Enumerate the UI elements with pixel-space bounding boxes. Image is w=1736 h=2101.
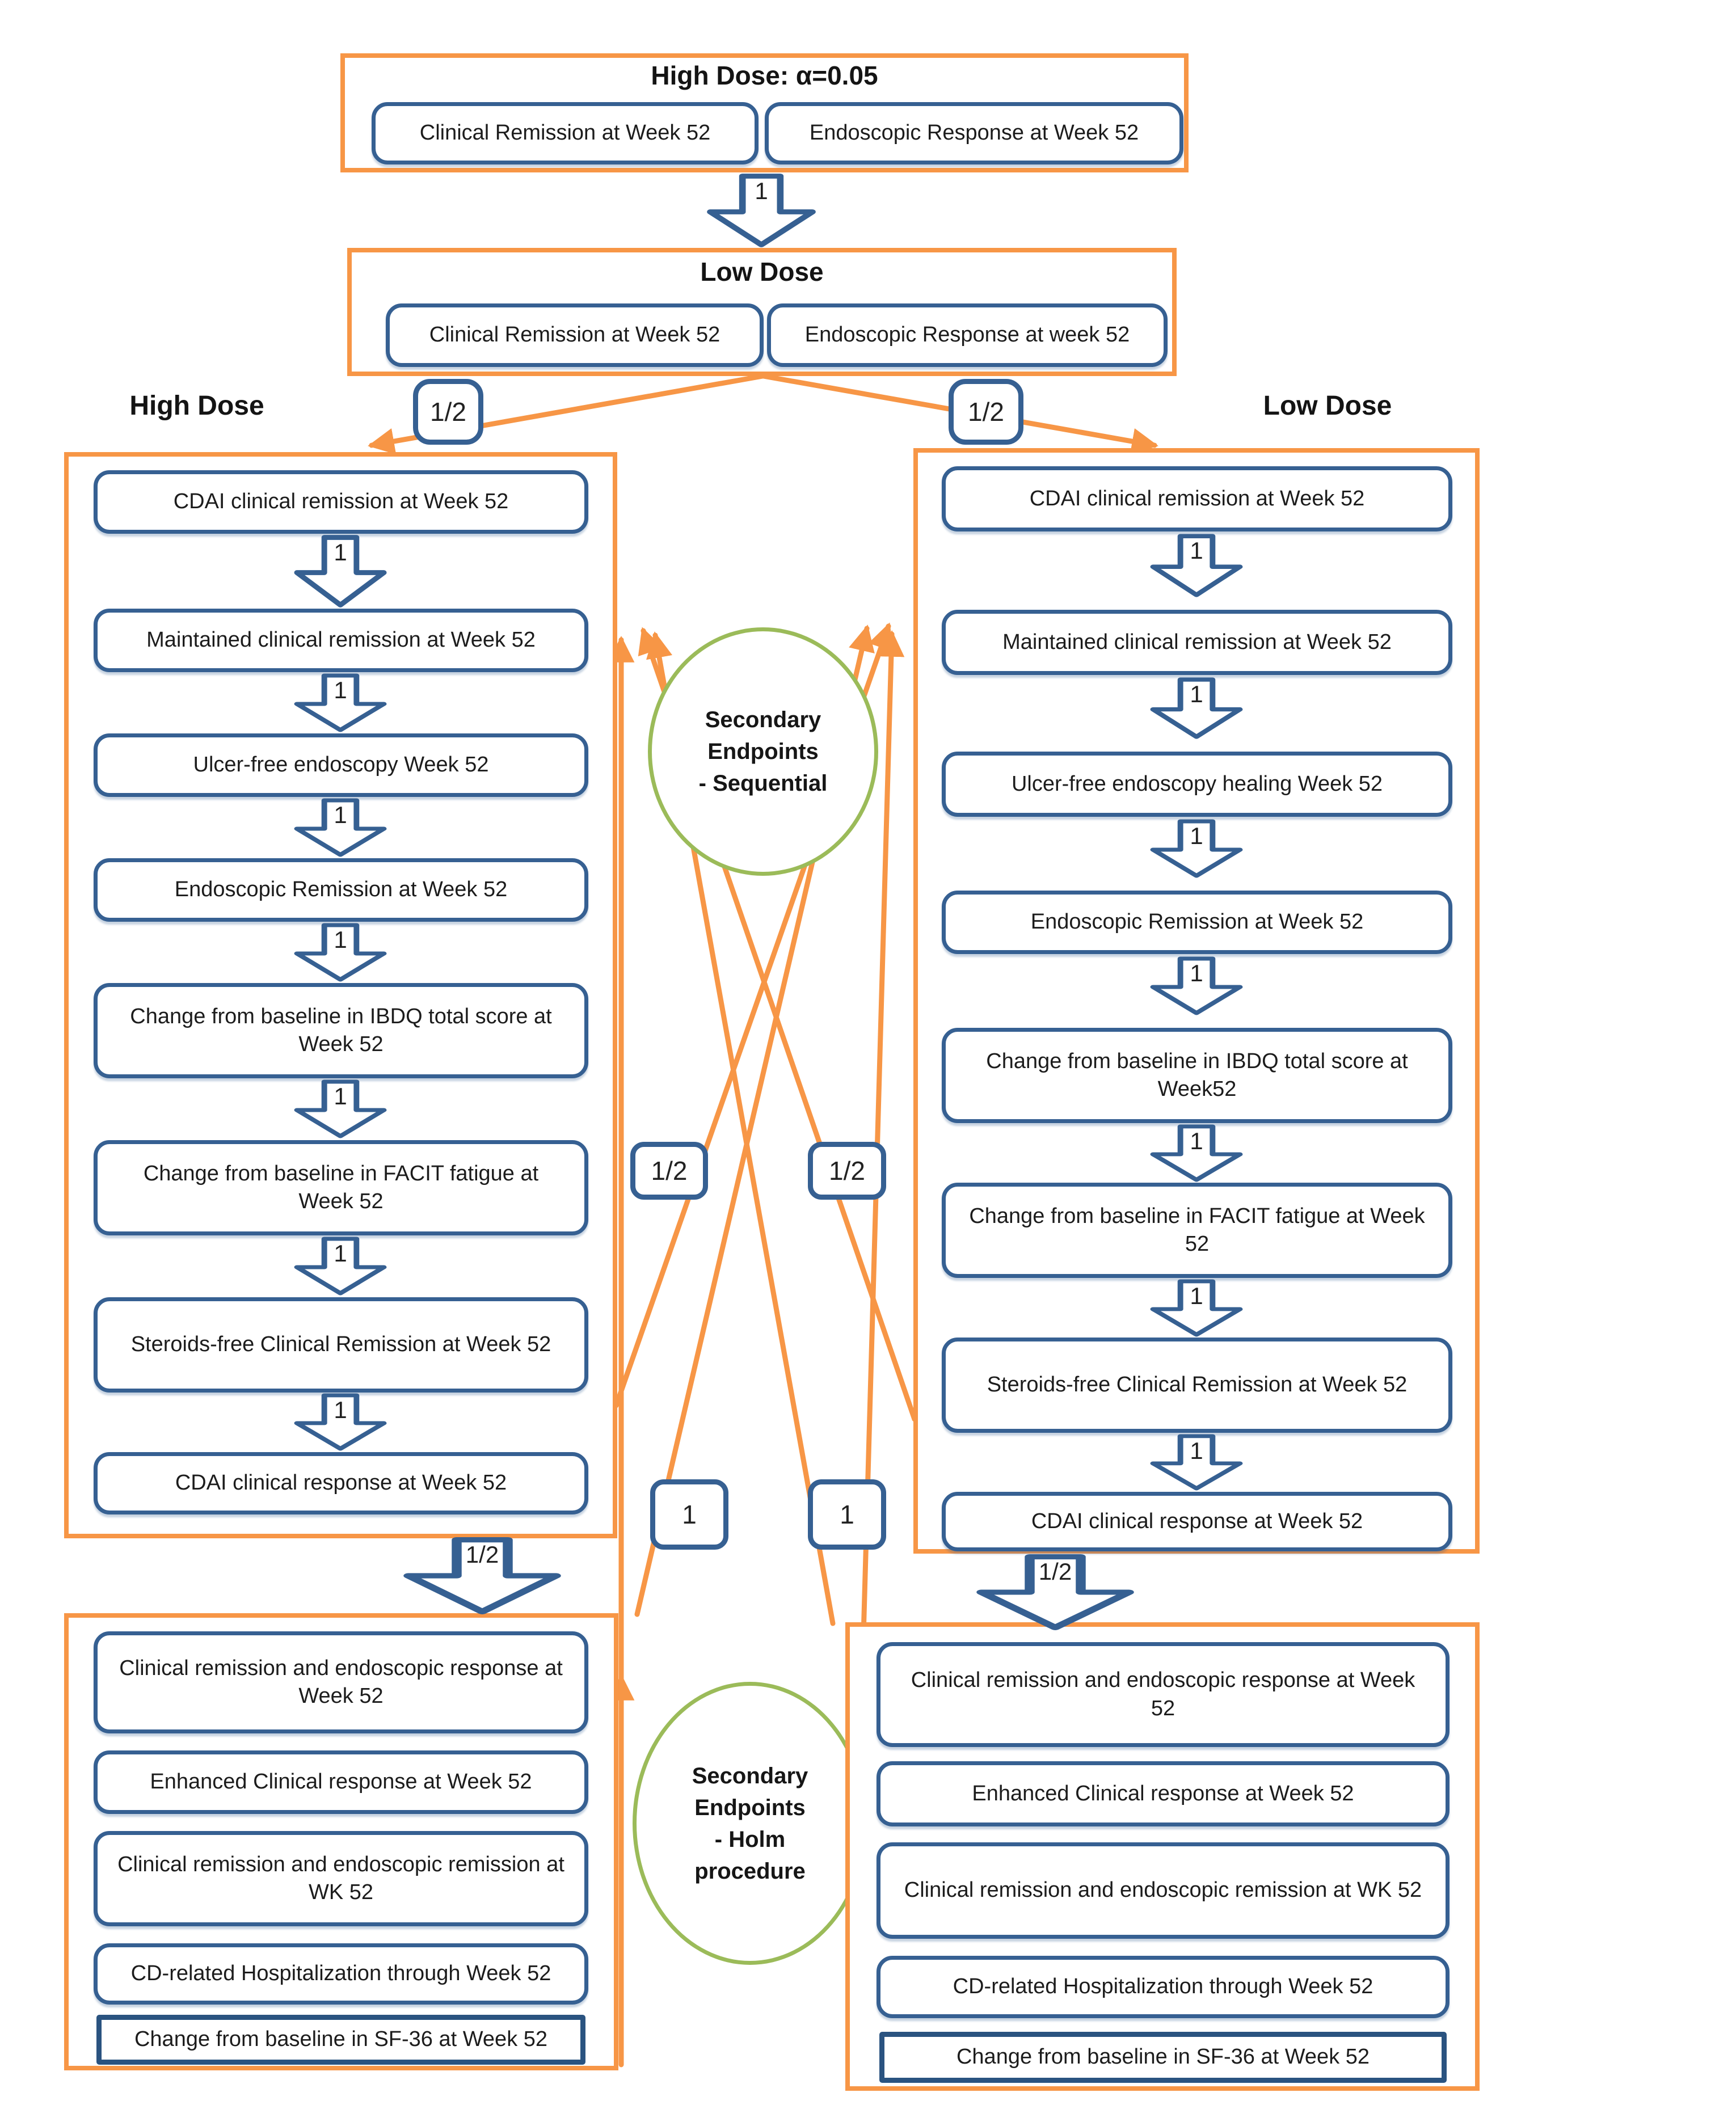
arrow-weight-label: 1 bbox=[334, 801, 347, 828]
holm-box: Clinical remission and endoscopic remiss… bbox=[94, 1831, 588, 1926]
sequential-arrow: 1 bbox=[292, 673, 389, 732]
sequential-arrow: 1 bbox=[292, 535, 389, 607]
circle-text-line: Secondary bbox=[705, 707, 821, 732]
sequential-arrow: 1 bbox=[292, 1237, 389, 1296]
step-box: CDAI clinical remission at Week 52 bbox=[942, 466, 1452, 531]
step-box: Endoscopic Remission at Week 52 bbox=[94, 858, 588, 922]
arrow-weight-label: 1 bbox=[334, 677, 347, 703]
primary-endpoint-clinical-remission-low: Clinical Remission at Week 52 bbox=[386, 303, 764, 367]
step-box: Change from baseline in IBDQ total score… bbox=[94, 983, 588, 1078]
step-box: Ulcer-free endoscopy Week 52 bbox=[94, 733, 588, 797]
circle-text-line: Endpoints bbox=[694, 1795, 806, 1820]
sequential-arrow: 1 bbox=[292, 923, 389, 982]
low-dose-column-header: Low Dose bbox=[1263, 391, 1392, 421]
split-weight-left-label: 1/2 bbox=[413, 379, 483, 445]
high-dose-column-header: High Dose bbox=[129, 391, 264, 421]
step-box: Steroids-free Clinical Remission at Week… bbox=[942, 1338, 1452, 1433]
arrow-high-to-low-dose: 1 bbox=[705, 174, 818, 247]
circle-text-line: Secondary bbox=[692, 1763, 808, 1788]
holm-box: Enhanced Clinical response at Week 52 bbox=[94, 1750, 588, 1814]
recycle-weight-right-half-label: 1/2 bbox=[808, 1142, 886, 1200]
circle-text-line: Endpoints bbox=[707, 739, 819, 764]
step-box: Steroids-free Clinical Remission at Week… bbox=[94, 1297, 588, 1393]
holm-box: Change from baseline in SF-36 at Week 52 bbox=[96, 2015, 585, 2065]
sequential-arrow: 1 bbox=[1148, 1434, 1245, 1491]
arrow-weight-label: 1 bbox=[334, 1240, 347, 1267]
arrow-weight-label: 1 bbox=[1190, 537, 1203, 564]
holm-box: Change from baseline in SF-36 at Week 52 bbox=[879, 2032, 1447, 2083]
step-box: Endoscopic Remission at Week 52 bbox=[942, 891, 1452, 954]
holm-box: Clinical remission and endoscopic remiss… bbox=[877, 1842, 1450, 1939]
holm-box: CD-related Hospitalization through Week … bbox=[877, 1956, 1450, 2018]
recycle-weight-right-one-label: 1 bbox=[808, 1479, 886, 1550]
arrow-weight-label: 1 bbox=[334, 1396, 347, 1423]
sequential-arrow: 1 bbox=[292, 1393, 389, 1451]
arrow-high-dose-to-holm-group: 1/2 bbox=[397, 1537, 567, 1614]
primary-endpoint-endoscopic-response-low: Endoscopic Response at week 52 bbox=[767, 303, 1168, 367]
arrow-weight-label: 1 bbox=[1190, 822, 1203, 849]
arrow-weight-label: 1 bbox=[334, 1083, 347, 1109]
holm-box: Enhanced Clinical response at Week 52 bbox=[877, 1761, 1450, 1826]
step-box: Change from baseline in FACIT fatigue at… bbox=[942, 1183, 1452, 1278]
sequential-arrow: 1 bbox=[1148, 956, 1245, 1015]
sequential-arrow: 1 bbox=[1148, 534, 1245, 597]
circle-text-line: - Sequential bbox=[698, 771, 828, 796]
recycle-weight-left-one-label: 1 bbox=[650, 1479, 728, 1550]
high-dose-alpha-title: High Dose: α=0.05 bbox=[651, 61, 878, 90]
arrow-low-dose-to-holm-group: 1/2 bbox=[970, 1554, 1140, 1630]
arrow-weight-label: 1 bbox=[1190, 960, 1203, 986]
step-box: CDAI clinical response at Week 52 bbox=[94, 1452, 588, 1514]
arrow-weight-label: 1/2 bbox=[1038, 1558, 1072, 1585]
circle-text-line: - Holm bbox=[714, 1826, 786, 1852]
split-weight-right-label: 1/2 bbox=[949, 379, 1023, 445]
arrow-weight-label: 1 bbox=[1190, 1282, 1203, 1309]
step-box: Change from baseline in FACIT fatigue at… bbox=[94, 1140, 588, 1235]
circle-text-line: procedure bbox=[694, 1858, 806, 1884]
sequential-arrow: 1 bbox=[1148, 1124, 1245, 1182]
arrow-weight-label: 1 bbox=[334, 538, 347, 566]
holm-box: Clinical remission and endoscopic respon… bbox=[877, 1642, 1450, 1747]
sequential-arrow: 1 bbox=[1148, 677, 1245, 739]
primary-endpoint-endoscopic-response-high: Endoscopic Response at Week 52 bbox=[765, 102, 1183, 164]
step-box: CDAI clinical response at Week 52 bbox=[942, 1492, 1452, 1551]
step-box: Change from baseline in IBDQ total score… bbox=[942, 1028, 1452, 1123]
secondary-endpoints-sequential-circle: Secondary Endpoints - Sequential bbox=[648, 627, 878, 876]
sequential-arrow: 1 bbox=[292, 798, 389, 857]
arrow-weight-label: 1/2 bbox=[465, 1541, 499, 1568]
arrow-weight-label: 1 bbox=[1190, 1127, 1203, 1154]
step-box: Ulcer-free endoscopy healing Week 52 bbox=[942, 752, 1452, 817]
sequential-arrow: 1 bbox=[1148, 1279, 1245, 1337]
primary-endpoint-clinical-remission-high: Clinical Remission at Week 52 bbox=[372, 102, 759, 164]
sequential-arrow: 1 bbox=[1148, 819, 1245, 878]
step-box: Maintained clinical remission at Week 52 bbox=[942, 610, 1452, 675]
sequential-arrow: 1 bbox=[292, 1079, 389, 1138]
arrow-weight-label: 1 bbox=[334, 926, 347, 953]
low-dose-title: Low Dose bbox=[700, 257, 824, 286]
holm-box: Clinical remission and endoscopic respon… bbox=[94, 1631, 588, 1733]
holm-box: CD-related Hospitalization through Week … bbox=[94, 1943, 588, 2005]
step-box: CDAI clinical remission at Week 52 bbox=[94, 470, 588, 534]
secondary-endpoints-holm-circle: Secondary Endpoints - Holm procedure bbox=[633, 1682, 867, 1965]
arrow-weight-label: 1 bbox=[1190, 681, 1203, 708]
arrow-weight-label: 1 bbox=[755, 178, 768, 205]
step-box: Maintained clinical remission at Week 52 bbox=[94, 609, 588, 672]
arrow-weight-label: 1 bbox=[1190, 1437, 1203, 1464]
recycle-weight-left-half-label: 1/2 bbox=[630, 1142, 708, 1200]
